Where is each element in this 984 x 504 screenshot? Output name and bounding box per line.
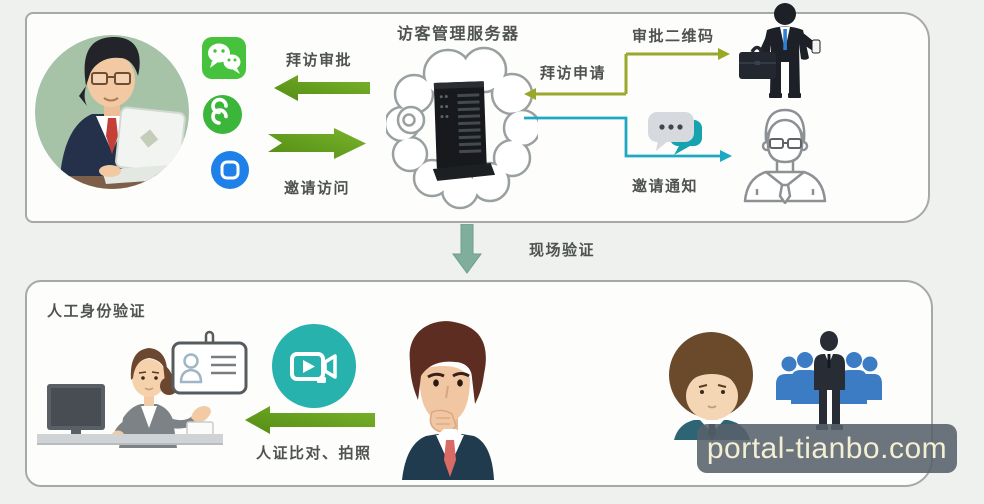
cloud-server-icon [386,46,538,210]
approval-qr-label: 审批二维码 [632,28,715,45]
invite-visit-arrow [268,128,366,159]
server-title: 访客管理服务器 [397,26,520,43]
thinking-visitor-illustration [402,321,494,480]
watermark-text: portal-tianbo.com [706,431,948,465]
id-compare-label: 人证比对、拍照 [256,445,372,462]
invite-notice-label: 邀请通知 [632,178,699,195]
server-tower [432,81,496,181]
watermark-badge: portal-tianbo.com [697,424,957,473]
visitor-silhouette [739,3,821,98]
manager-avatar [35,35,189,189]
miniprogram-icon [211,151,249,189]
approval-qr-connector [524,48,730,100]
onsite-verification-label: 现场验证 [529,242,596,259]
manual-verification-title: 人工身份验证 [47,303,147,320]
wechat-work-icon [203,95,242,134]
invitee-outline-figure [743,108,827,204]
onsite-verification-arrow [452,224,482,274]
invite-notice-connector [524,116,732,162]
chat-bubble-icon [648,112,702,155]
wechat-icon [202,37,246,79]
crowd-icon [776,331,882,430]
visit-request-label: 拜访申请 [540,65,607,82]
invite-visit-label: 邀请访问 [284,180,351,197]
video-camera-icon [272,324,356,408]
id-compare-arrow [245,406,375,434]
visit-approval-arrow [274,75,370,101]
visit-approval-label: 拜访审批 [286,52,353,69]
id-card-icon [171,330,248,395]
receptionist-illustration [37,348,223,448]
